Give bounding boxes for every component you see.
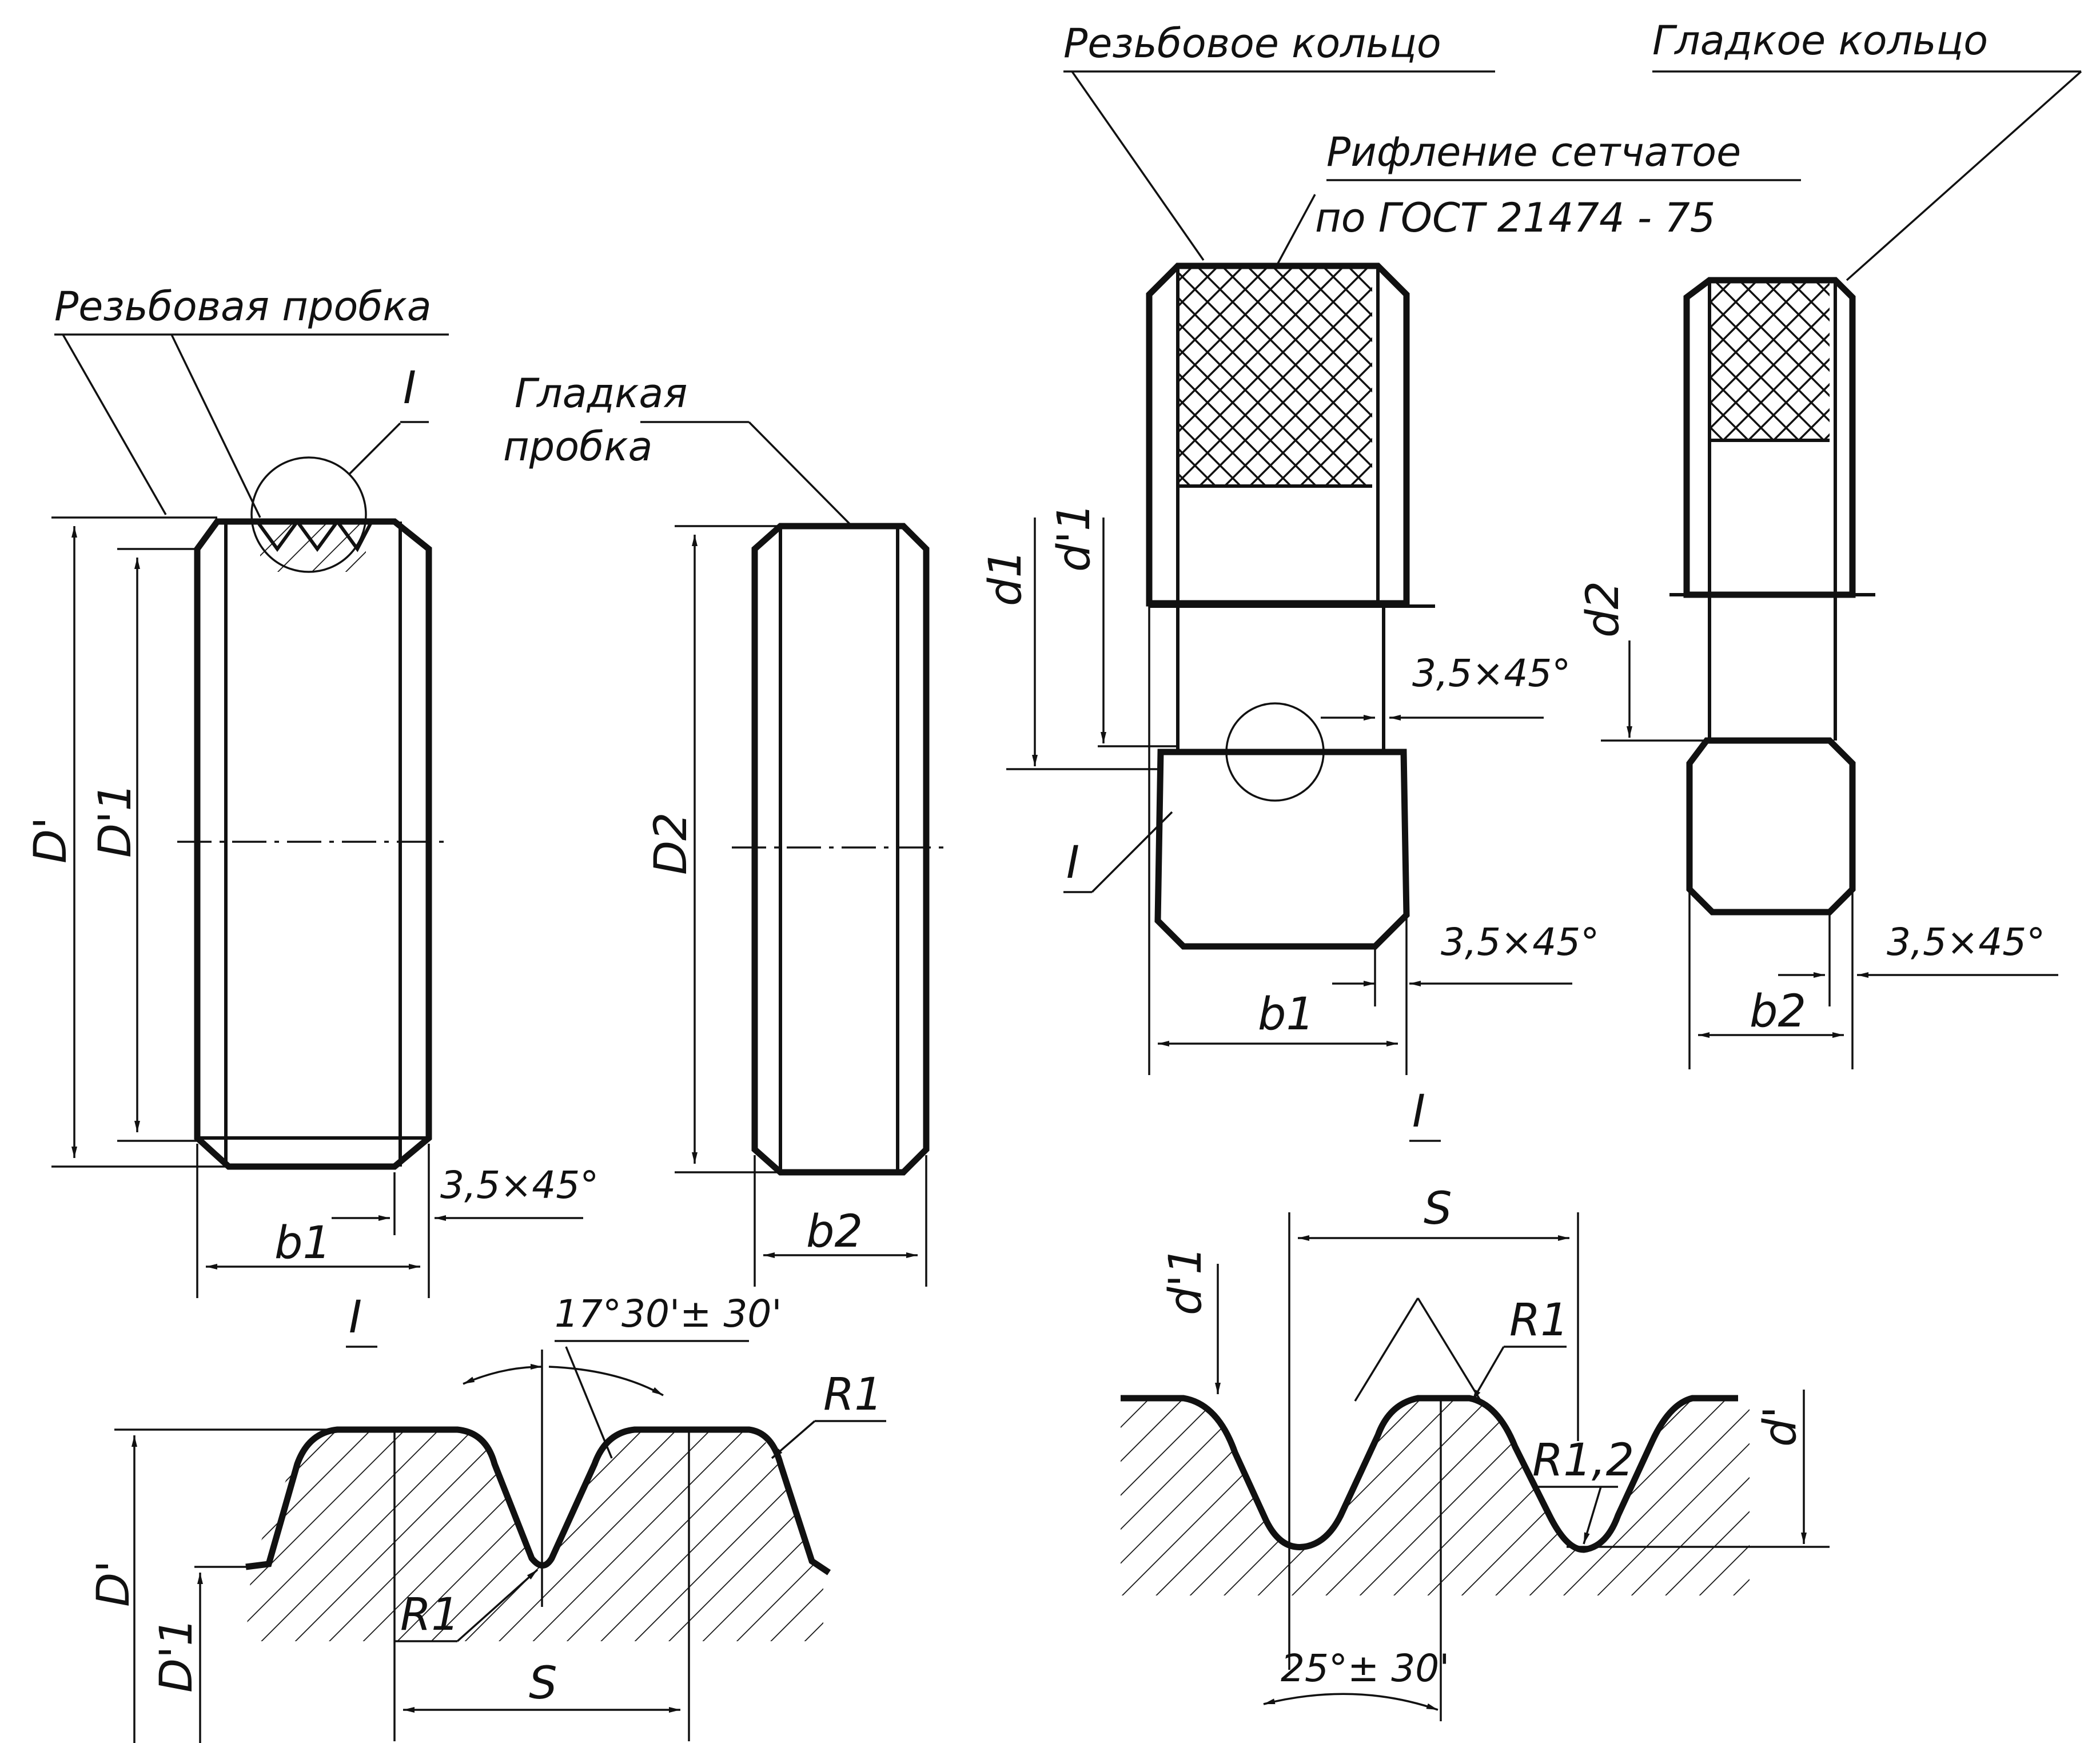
thread-plug-leader-2: [170, 334, 261, 518]
thread-ring-detail-mark: I: [1066, 837, 1079, 889]
b2-plug-label: b2: [806, 1206, 863, 1257]
chamfer-ring-outer-label: 3,5×45°: [1441, 920, 1599, 964]
smooth-plug-leader: [748, 421, 853, 527]
smooth-ring-knurl: [1710, 280, 1830, 440]
d1-prime-label: d'1: [1049, 503, 1100, 572]
R1-2-ring-label: R1,2: [1532, 1435, 1634, 1486]
D-prime-label: D': [25, 817, 77, 863]
ring-profile-flank-right: [1417, 1298, 1482, 1402]
thread-ring-detail-circle: [1225, 702, 1325, 802]
thread-ring-knurl: [1178, 266, 1372, 486]
thread-ring-section: [1154, 749, 1410, 950]
smooth-plug-outline: [751, 523, 930, 1176]
thread-ring-view: Резьбовое кольцо Рифление сетчатое по ГО…: [980, 20, 1801, 1142]
S-plug-label: S: [529, 1658, 557, 1709]
plug-profile-angle-arc-right: [548, 1366, 664, 1396]
R1-ring-leader: [1471, 1346, 1505, 1402]
chamfer-plug-label: 3,5×45°: [440, 1163, 599, 1207]
knurl-label-line1: Рифление сетчатое: [1326, 129, 1741, 176]
R1-plug-root-leader: [456, 1569, 539, 1642]
ring-profile-outline: [1121, 1395, 1738, 1553]
R1-plug-top-leader: [771, 1420, 816, 1459]
D2-label: D2: [645, 812, 697, 875]
plug-profile-hatch: [246, 1430, 823, 1641]
plug-profile-detail-mark: I: [349, 1292, 362, 1343]
ring-profile-hatch: [1121, 1398, 1750, 1595]
d2-label: d2: [1577, 581, 1629, 638]
R1-plug-top-label: R1: [823, 1369, 883, 1420]
D1-prime-label: D'1: [90, 783, 141, 858]
thread-plug-detail-leader: [348, 422, 401, 476]
D-prime-profile-label: D': [88, 1560, 140, 1607]
ring-profile-flank-left: [1354, 1298, 1419, 1402]
ring-angle-label: 25°± 30': [1281, 1646, 1449, 1690]
R1-plug-root-label: R1: [400, 1589, 460, 1641]
ring-thread-profile: S d'1 d' R1 R1,2 25°± 30': [1121, 1183, 1830, 1721]
b1-plug-label: b1: [274, 1217, 331, 1269]
chamfer-ring-inner-label: 3,5×45°: [1412, 651, 1571, 695]
smooth-ring-view: Гладкое кольцо d2 3,5×45° b2: [1577, 17, 2082, 1069]
smooth-ring-leader: [1846, 70, 2082, 281]
thread-plug-detail-teeth: [256, 518, 373, 552]
D1-prime-profile-label: D'1: [151, 1618, 202, 1693]
ring-angle-arc: [1263, 1693, 1438, 1711]
detail-mark-below-ring: I: [1412, 1086, 1425, 1137]
R1-ring-label: R1: [1509, 1295, 1569, 1346]
chamfer-smooth-ring-label: 3,5×45°: [1887, 920, 2045, 964]
thread-plug-outline: [194, 518, 432, 1170]
plug-thread-profile: I D' D'1 S 17°30'± 30' R1 R1: [88, 1292, 886, 1743]
d1-label: d1: [980, 550, 1031, 606]
thread-ring-label: Резьбовое кольцо: [1063, 20, 1441, 67]
smooth-plug-view: Гладкая пробка D2 b2: [503, 370, 943, 1287]
thread-plug-leader-1: [62, 334, 167, 515]
smooth-plug-label-line1: Гладкая: [515, 370, 687, 417]
thread-plug-view: Резьбовая пробка I D' D'1 b1: [25, 283, 599, 1298]
smooth-plug-label-line2: пробка: [503, 423, 652, 470]
thread-ring-detail-leader: [1091, 811, 1173, 893]
b1-ring-label: b1: [1258, 989, 1314, 1040]
thread-plug-label: Резьбовая пробка: [54, 283, 432, 330]
R1-2-ring-leader: [1583, 1486, 1602, 1545]
plug-profile-angle-arc-left: [463, 1364, 543, 1385]
knurl-label-line2: по ГОСТ 21474 - 75: [1315, 194, 1715, 241]
smooth-ring-label: Гладкое кольцо: [1652, 17, 1988, 64]
d1-prime-profile-label: d'1: [1160, 1246, 1212, 1315]
d-prime-profile-label: d': [1755, 1406, 1806, 1447]
thread-plug-detail-mark: I: [403, 363, 416, 414]
S-ring-label: S: [1424, 1183, 1452, 1235]
thread-ring-leader: [1071, 70, 1205, 261]
b2-ring-label: b2: [1750, 986, 1806, 1037]
knurl-leader: [1274, 194, 1316, 269]
plug-profile-angle-leader: [565, 1346, 613, 1459]
plug-angle-label: 17°30'± 30': [555, 1292, 782, 1336]
smooth-ring-section: [1686, 737, 1856, 916]
